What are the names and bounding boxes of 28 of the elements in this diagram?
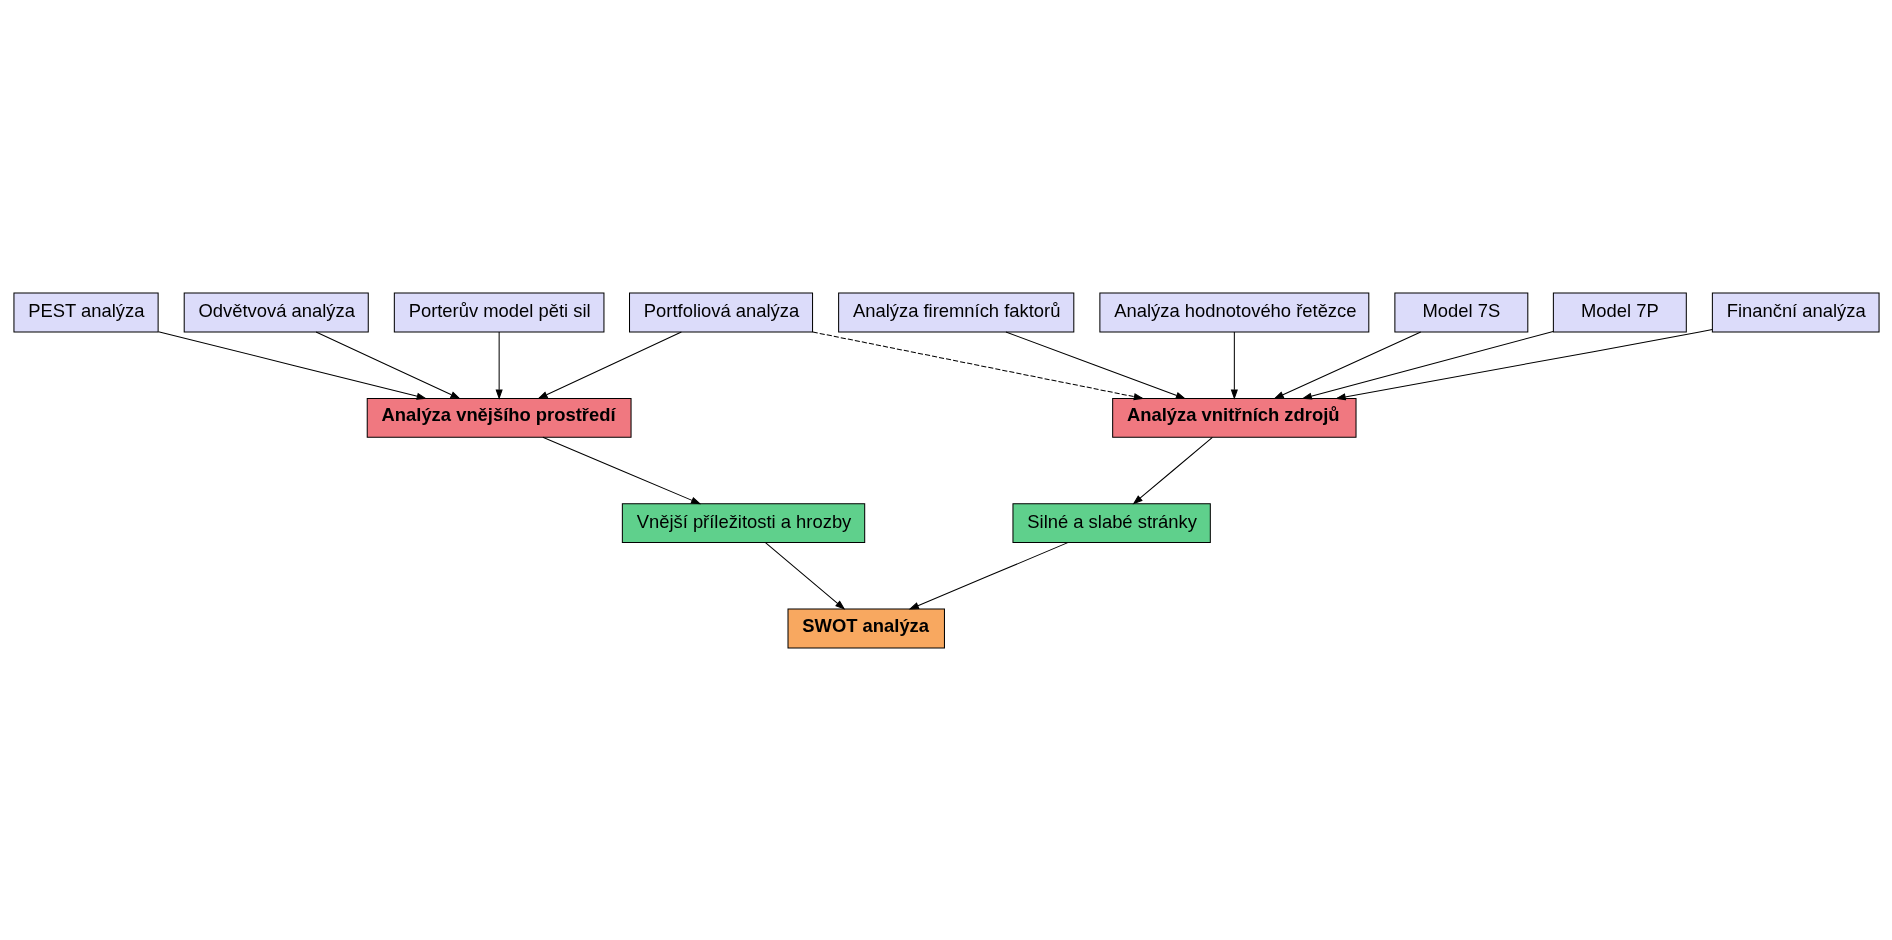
arrow — [1230, 331, 1238, 400]
node-box: Model 7P — [1552, 292, 1687, 332]
node-box: Finanční analýza — [1711, 292, 1880, 332]
node-box: Analýza vnějšího prostředí — [366, 397, 632, 438]
arrow — [157, 330, 427, 400]
arrow — [315, 331, 461, 399]
arrow — [536, 331, 682, 399]
node-box: Silné a slabé stránky — [1011, 502, 1211, 543]
arrow — [1132, 436, 1213, 504]
node-box: Analýza hodnotového řetězce — [1098, 292, 1369, 332]
arrow — [1004, 331, 1186, 399]
arrow — [811, 331, 1144, 400]
node-box: Odvětvová analýza — [183, 292, 369, 332]
arrow — [1301, 330, 1554, 400]
arrow — [764, 541, 845, 610]
node-box: Vnější příležitosti a hrozby — [621, 502, 865, 543]
arrow — [1273, 331, 1421, 399]
node-box: Model 7S — [1393, 292, 1528, 332]
node-box: Porterův model pěti sil — [393, 292, 604, 332]
node-box: SWOT analýza — [787, 608, 945, 648]
node-box: Portfoliová analýza — [628, 292, 813, 332]
node-box: PEST analýza — [12, 292, 159, 332]
node-box: Analýza vnitřních zdrojů — [1111, 397, 1357, 438]
node-box: Analýza firemních faktorů — [837, 292, 1074, 332]
arrow — [1334, 328, 1713, 400]
arrow — [541, 436, 701, 504]
arrow — [908, 541, 1068, 610]
arrow — [495, 331, 503, 400]
